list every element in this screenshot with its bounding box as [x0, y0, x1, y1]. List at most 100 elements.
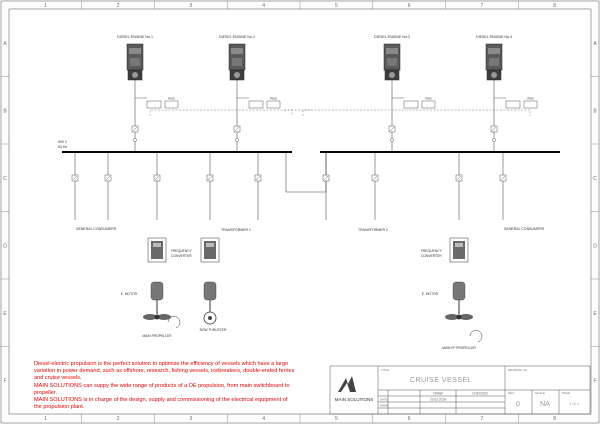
main-ip-propeller-label: MAIN I/P PROPELLER [442, 346, 476, 350]
motor-body [452, 281, 466, 301]
pms-box [164, 100, 179, 109]
bow-thruster [203, 281, 217, 325]
e-motor-right [445, 281, 473, 320]
breaker-contact [372, 175, 378, 181]
description-note: Diesel-electric propulsion is the perfec… [34, 361, 296, 411]
motor-body [150, 281, 164, 301]
propeller-blade-right [157, 314, 171, 320]
border-letter-right: E [593, 311, 597, 317]
engine-block [130, 58, 140, 66]
generator-label: DIESEL ENGINE No.2 [219, 35, 255, 39]
frequency-converter-left-label-2: CONVERTER [171, 254, 192, 258]
title-caption: TITLE [381, 368, 389, 372]
bus-tie-line [285, 152, 327, 193]
pms-control-network [149, 109, 531, 116]
bus-feeder-3 [153, 152, 161, 220]
engine-top [488, 48, 500, 54]
rotation-arrow-right [469, 330, 483, 343]
frequency-converter-right-label-2: CONVERTER [421, 254, 442, 258]
border-number-bottom: 5 [335, 416, 338, 422]
bow-thruster-label: BOW THRUSTER [200, 328, 227, 332]
border-number-top: 1 [44, 3, 47, 9]
ct-symbol [492, 138, 496, 142]
bow-thruster-converter [200, 237, 220, 263]
frequency-converter-left [147, 237, 167, 263]
e-motor-left-label: E. MOTOR [121, 292, 138, 296]
cabinet-display [206, 243, 214, 247]
propeller-blade-left [143, 314, 157, 320]
engine-body [126, 43, 144, 71]
border-letter-left: B [3, 108, 7, 114]
scale-value: NA [540, 401, 550, 408]
engine-top [231, 48, 243, 54]
border-letter-left: D [3, 243, 7, 249]
bus-feeder-4 [206, 152, 214, 220]
ct-symbol [390, 138, 394, 142]
bow-thruster-motor [203, 281, 217, 301]
border-number-bottom: 2 [117, 416, 120, 422]
frequency-converter-right [449, 237, 469, 263]
meter-box [505, 100, 521, 109]
pms-label: PMS [270, 97, 277, 101]
propeller-blade-left [445, 314, 459, 320]
engine-body [383, 43, 401, 71]
title-block [329, 365, 591, 415]
meter-box [146, 100, 162, 109]
e-motor-right-label: E. MOTOR [422, 292, 439, 296]
generator-label: DIESEL ENGINE No.4 [476, 35, 512, 39]
bow-thruster-hub [208, 316, 212, 320]
col-draw: DRAW [433, 392, 443, 396]
border-number-top: 4 [262, 3, 265, 9]
border-number-bottom: 8 [553, 416, 556, 422]
border-letter-right: B [593, 108, 597, 114]
main-propeller-label: MAIN PROPELLER [143, 334, 173, 338]
border-letter-right: A [593, 41, 597, 47]
border-number-bottom: 6 [408, 416, 411, 422]
scale-caption: SCALE [535, 391, 545, 395]
date-value: 23.02.2018 [430, 398, 446, 402]
alternator-hub [234, 72, 240, 78]
border-letter-right: F [593, 378, 596, 384]
cabinet-display [153, 243, 161, 247]
rev-value: 0 [516, 401, 520, 408]
bus-feeder-2 [104, 152, 112, 220]
note-paragraph-1: Diesel-electric propulsion is the perfec… [34, 361, 295, 382]
breaker-contact [456, 175, 462, 181]
main-solutions-logo: MAIN SOLUTIONS [335, 376, 373, 402]
breaker-contact [389, 126, 395, 132]
generator-label: DIESEL ENGINE No.1 [117, 35, 153, 39]
pms-label: PMS [527, 97, 534, 101]
border-number-top: 3 [189, 3, 192, 9]
engine-block [489, 58, 499, 66]
propeller-blade-right [459, 314, 473, 320]
border-number-top: 7 [480, 3, 483, 9]
ct-symbol [133, 138, 137, 142]
bow-thruster-tunnel [203, 311, 217, 325]
pms-box [421, 100, 436, 109]
bus-feeder-7 [371, 152, 379, 220]
border-number-top: 2 [117, 3, 120, 9]
e-motor-left [143, 281, 171, 320]
pms-box [523, 100, 538, 109]
busbar-label-line1: 690 V [58, 140, 68, 144]
transformer-1-label: TRANSFORMER 1 [221, 228, 251, 232]
general-consumers-left-label: GENERAL CONSUMERS [76, 227, 117, 231]
breaker-contact [207, 175, 213, 181]
alternator-hub [491, 72, 497, 78]
propeller-hub [154, 314, 160, 320]
breaker-contact [255, 175, 261, 181]
breaker-contact [105, 175, 111, 181]
engine-top [129, 48, 141, 54]
row-name: NAME [380, 404, 389, 408]
frequency-converter-left-label: FREQUENCY [171, 249, 192, 253]
border-letter-left: A [3, 41, 7, 47]
page-caption: PAGE [562, 391, 570, 395]
border-number-top: 5 [335, 3, 338, 9]
border-number-bottom: 3 [189, 416, 192, 422]
pms-box [266, 100, 281, 109]
border-number-top: 6 [408, 3, 411, 9]
